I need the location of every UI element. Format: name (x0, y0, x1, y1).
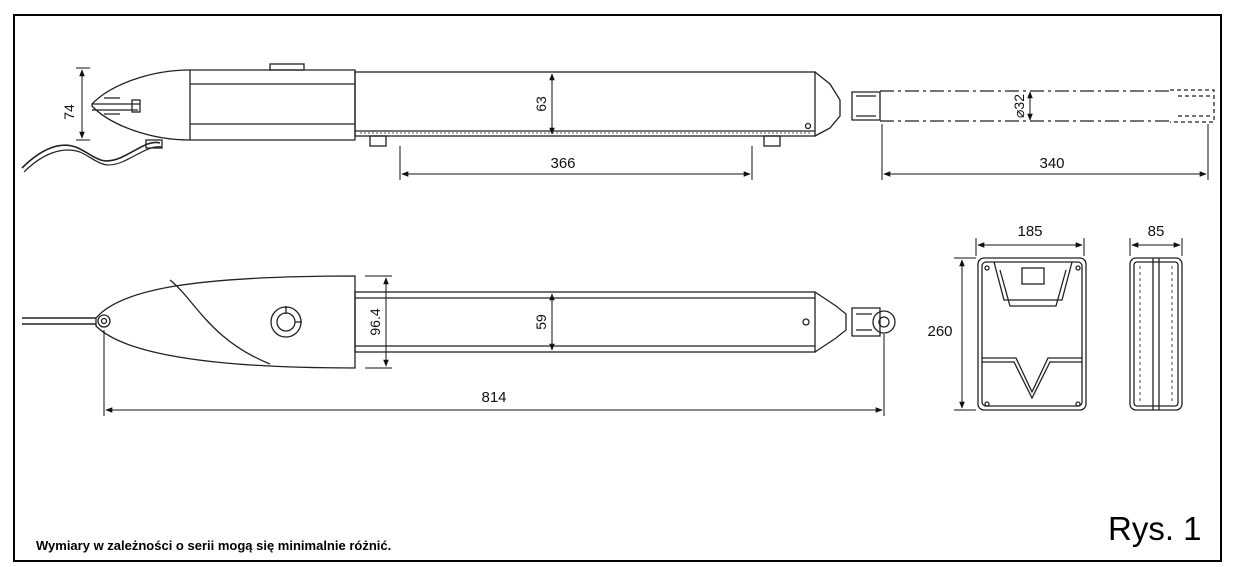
actuator-top-view (21, 63, 1215, 173)
dim-box-height: 260 (927, 323, 952, 340)
control-box-side (1129, 257, 1183, 411)
drawing-frame (13, 14, 1222, 562)
dim-rod-diameter: ⌀32 (1011, 94, 1027, 118)
dim-rod-length: 340 (1039, 155, 1064, 172)
top-dimensions (76, 67, 1209, 180)
dim-box-depth: 85 (1148, 223, 1165, 240)
actuator-side-view (22, 275, 896, 369)
control-box-side-dimensions (1129, 238, 1183, 256)
dim-top-span: 366 (550, 155, 575, 172)
dim-box-width: 185 (1017, 223, 1042, 240)
control-box-front-dimensions (954, 238, 1085, 411)
figure-label: Rys. 1 (1108, 510, 1202, 547)
side-dimensions (103, 275, 885, 416)
dim-top-height: 74 (61, 104, 77, 120)
control-box-front (977, 257, 1087, 411)
dim-side-tube-height: 59 (533, 314, 549, 330)
dim-side-height: 96.4 (367, 308, 383, 335)
dim-top-tube-height: 63 (533, 96, 549, 112)
dim-overall-length: 814 (481, 389, 506, 406)
dimensions-note: Wymiary w zależności o serii mogą się mi… (36, 538, 392, 553)
